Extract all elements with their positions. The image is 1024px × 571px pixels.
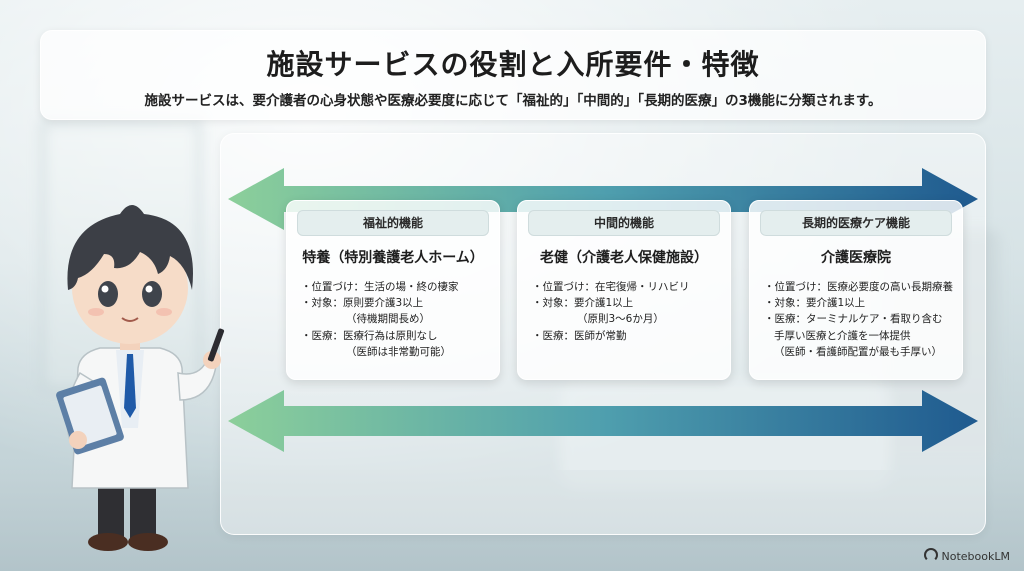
header-panel: 施設サービスの役割と入所要件・特徴 施設サービスは、要介護者の心身状態や医療必要… (40, 30, 986, 120)
list-item: ・医療：医師が常勤 (532, 329, 627, 342)
page-title: 施設サービスの役割と入所要件・特徴 (266, 48, 760, 81)
doctor-character (56, 205, 225, 551)
list-item: （待機期間長め） (346, 313, 430, 326)
list-item: ・対象：要介護1以上 (764, 297, 866, 310)
double-arrow-top (228, 168, 978, 230)
list-item: ・位置づけ：医療必要度の高い長期療養 (764, 281, 953, 293)
card-category-pill: 福祉的機能 (297, 210, 489, 236)
list-item: （原則3～6か月） (577, 313, 664, 326)
list-item: ・医療：医療行為は原則なし (301, 329, 438, 342)
double-arrow-bottom (228, 390, 978, 452)
card-detail-list: ・位置づけ：生活の場・終の棲家 ・対象：原則要介護3以上 （待機期間長め） ・医… (301, 279, 497, 360)
card-category-pill: 中間的機能 (528, 210, 720, 236)
card-category-pill: 長期的医療ケア機能 (760, 210, 952, 236)
brand-watermark: NotebookLM (923, 548, 1010, 563)
list-item: ・対象：原則要介護3以上 (301, 297, 424, 310)
list-item: （医師は非常勤可能） (346, 345, 451, 358)
card-title: 特養（特別養護老人ホーム） (302, 250, 484, 266)
card-title: 老健（介護老人保健施設） (540, 250, 708, 266)
card-intermediate: 中間的機能 老健（介護老人保健施設） ・位置づけ：在宅復帰・リハビリ ・対象：要… (517, 200, 731, 380)
card-title: 介護医療院 (821, 250, 891, 266)
page-subtitle: 施設サービスは、要介護者の心身状態や医療必要度に応じて「福祉的」「中間的」「長期… (144, 93, 882, 109)
list-item: ・医療：ターミナルケア・看取り含む (764, 313, 943, 326)
card-detail-list: ・位置づけ：医療必要度の高い長期療養 ・対象：要介護1以上 ・医療：ターミナルケ… (764, 279, 960, 360)
list-item: ・対象：要介護1以上 (532, 297, 634, 310)
list-item: ・位置づけ：在宅復帰・リハビリ (532, 281, 690, 293)
list-item: ・位置づけ：生活の場・終の棲家 (301, 281, 459, 293)
card-detail-list: ・位置づけ：在宅復帰・リハビリ ・対象：要介護1以上 （原則3～6か月） ・医療… (532, 279, 728, 344)
notebooklm-logo-icon (923, 548, 938, 562)
card-welfare: 福祉的機能 特養（特別養護老人ホーム） ・位置づけ：生活の場・終の棲家 ・対象：… (286, 200, 500, 380)
list-item: 手厚い医療と介護を一体提供 (774, 329, 911, 342)
card-long-term-medical: 長期的医療ケア機能 介護医療院 ・位置づけ：医療必要度の高い長期療養 ・対象：要… (749, 200, 963, 380)
brand-label: NotebookLM (941, 550, 1010, 563)
pen-icon (207, 328, 225, 362)
list-item: （医師・看護師配置が最も手厚い） (774, 345, 942, 358)
